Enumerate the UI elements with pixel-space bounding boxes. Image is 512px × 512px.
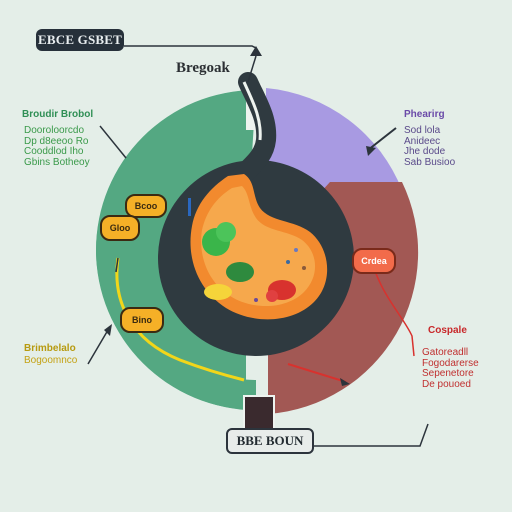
purple-heading: Phearirg xyxy=(404,109,445,120)
esophagus-tube xyxy=(232,72,277,186)
footer-label: BBE BOUN xyxy=(226,428,314,454)
red-description: Gatoreadll Fogodarerse Sepenetore De pou… xyxy=(422,347,479,390)
organ-label: Bregoak xyxy=(176,60,230,76)
yellow-heading: Brimbelalo xyxy=(24,343,76,354)
green-description: Dooroloorcdo Dp d8eeoo Ro Cooddlod Iho G… xyxy=(24,125,90,168)
nutrient-pill-red: Crdea xyxy=(352,248,396,274)
red-pointer xyxy=(373,267,415,357)
nutrient-pill: Bino xyxy=(120,307,164,333)
arrow-icon xyxy=(104,324,112,336)
cheese-icon xyxy=(204,284,232,300)
diagram-title: EBCE GSBET xyxy=(36,29,124,51)
green-pointer xyxy=(99,125,127,159)
nutrient-pill: Gloo xyxy=(100,215,140,241)
purple-description: Sod lola Anideec Jhe dode Sab Busioo xyxy=(404,125,456,168)
blue-marker xyxy=(188,198,191,216)
arrow-icon xyxy=(250,46,262,56)
broccoli-icon xyxy=(216,222,236,242)
pylorus-block xyxy=(243,395,275,433)
esophagus-highlight xyxy=(242,81,262,141)
yellow-arrow xyxy=(87,329,109,365)
red-heading: Cospale xyxy=(428,325,467,336)
purple-segment xyxy=(266,88,402,190)
nutrient-pill: Bcoo xyxy=(125,194,167,218)
greens-icon xyxy=(226,262,254,282)
tomato-icon xyxy=(266,290,278,302)
yellow-pointer xyxy=(115,257,245,382)
green-heading: Broudir Brobol xyxy=(22,109,94,120)
footer-connector xyxy=(310,423,429,447)
arrow-icon xyxy=(366,146,376,156)
red-bottom-line xyxy=(287,363,347,383)
title-connector xyxy=(124,45,257,49)
yellow-description: Bogoomnco xyxy=(24,355,78,366)
purple-pointer xyxy=(367,127,397,151)
